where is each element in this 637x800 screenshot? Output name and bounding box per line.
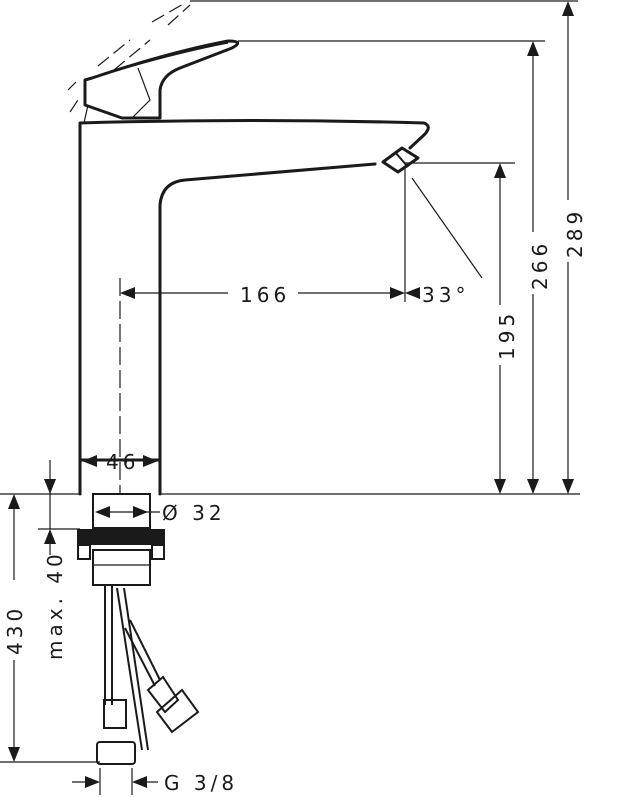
connection-label: G 3/8	[164, 771, 238, 795]
spout-height-label: 195	[495, 310, 519, 360]
extension-lines	[0, 0, 580, 795]
handle-height-label: 266	[528, 240, 552, 290]
total-height-label: 289	[563, 208, 587, 258]
hose-length-label: 430	[3, 605, 27, 655]
faucet-handle	[67, 2, 240, 124]
fixing-nut	[77, 529, 165, 545]
supply-hoses	[96, 585, 200, 765]
mounting-assembly	[77, 493, 165, 586]
dimension-lines	[8, 1, 574, 788]
faucet-body	[78, 119, 430, 496]
angle-label: 33°	[422, 283, 469, 307]
reach-label: 166	[240, 283, 290, 307]
body-width-label: 46	[106, 450, 139, 474]
shank-diameter-label: Ø 32	[162, 501, 226, 525]
max-thickness-label: max. 40	[43, 550, 67, 660]
